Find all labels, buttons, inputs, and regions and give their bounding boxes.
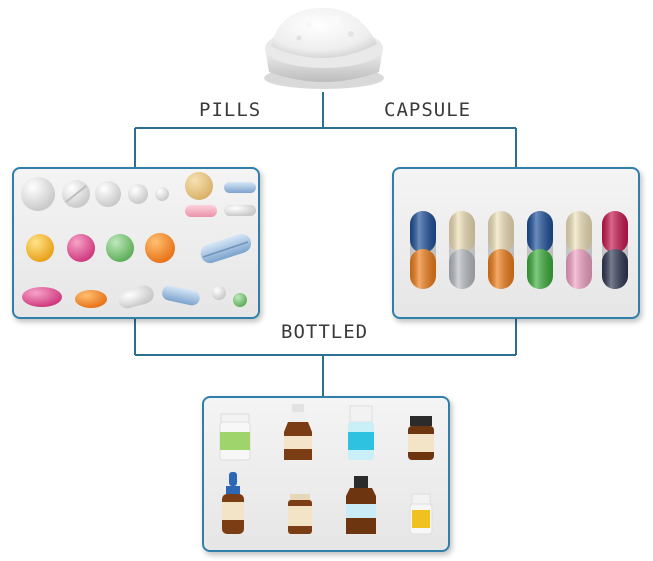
capsule-label: CAPSULE [384, 99, 472, 121]
capsules-image [410, 211, 628, 289]
bottled-label: BOTTLED [281, 321, 369, 343]
pills-panel [12, 167, 260, 319]
assorted-pills-image [21, 172, 256, 309]
bottled-panel [202, 396, 450, 552]
pills-label: PILLS [199, 99, 262, 121]
medicine-bottles-image [219, 404, 434, 535]
powder-bowl-image [264, 7, 384, 89]
capsule-panel [392, 167, 640, 319]
